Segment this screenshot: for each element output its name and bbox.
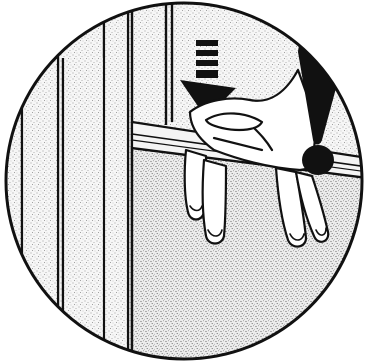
scene xyxy=(0,0,368,363)
illustration-svg xyxy=(0,0,368,363)
warning-illustration xyxy=(0,0,368,363)
